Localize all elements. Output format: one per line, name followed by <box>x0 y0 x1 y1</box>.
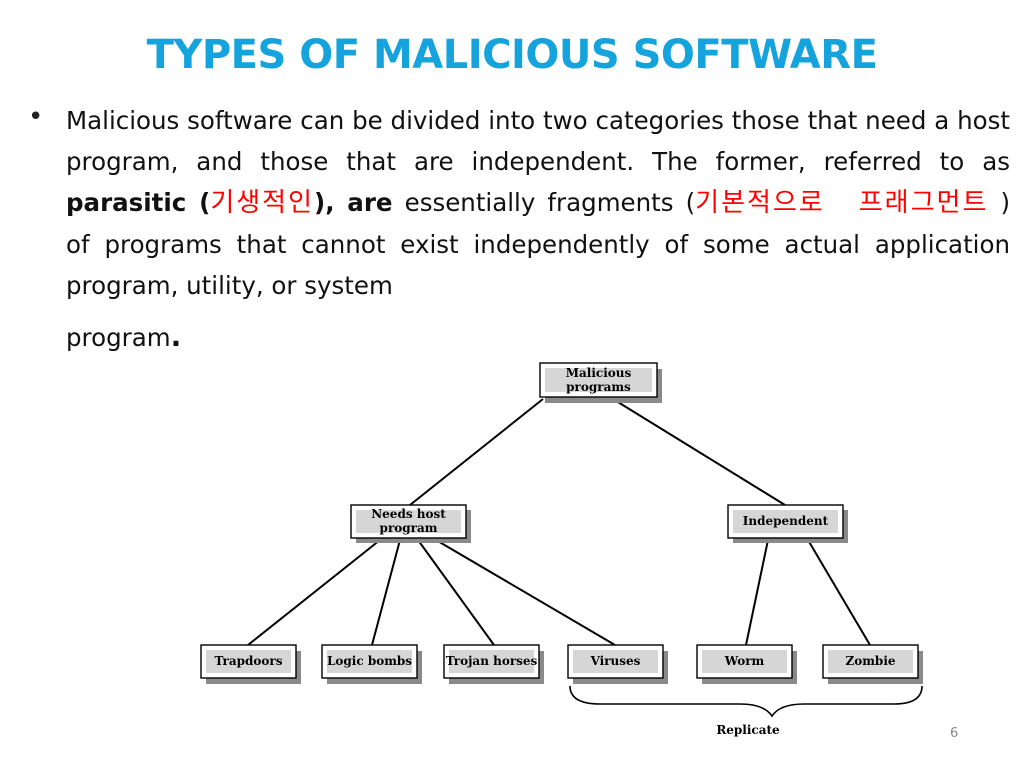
edge-independent-zombie <box>807 539 871 646</box>
node-trapdoors: Trapdoors <box>200 644 301 684</box>
bullet-mid: essentially fragments ( <box>404 188 696 217</box>
node-root-line2: programs <box>566 380 631 394</box>
term-korean: 기생적인 <box>210 188 314 218</box>
edge-root-independent <box>612 398 786 506</box>
node-independent: Independent <box>727 504 848 543</box>
node-host-line1: Needs host <box>371 507 446 521</box>
node-logic-bombs: Logic bombs <box>321 644 422 684</box>
node-trojan-horses: Trojan horses <box>443 644 544 684</box>
node-needs-host-program: Needs host program <box>350 504 471 543</box>
replicate-brace <box>569 685 923 718</box>
bullet-paragraph: • Malicious software can be divided into… <box>28 100 1018 358</box>
page-number: 6 <box>950 726 959 741</box>
bullet-intro: Malicious software can be divided into t… <box>66 106 1010 176</box>
node-worm: Worm <box>696 644 797 684</box>
edge-host-trapdoors <box>247 539 381 646</box>
node-zombie: Zombie <box>822 644 923 684</box>
edge-host-viruses <box>435 539 616 646</box>
node-independent-label: Independent <box>743 514 829 528</box>
bullet-text: Malicious software can be divided into t… <box>66 100 1010 358</box>
slide-title: TYPES OF MALICIOUS SOFTWARE <box>146 32 878 78</box>
node-malicious-programs: Malicious programs <box>539 362 662 403</box>
leaf-viruses-label: Viruses <box>590 654 641 668</box>
leaf-worm-label: Worm <box>724 654 765 668</box>
edge-host-trojan <box>417 539 495 646</box>
leaf-logic-bombs-label: Logic bombs <box>327 654 412 668</box>
edge-independent-worm <box>745 539 769 646</box>
leaf-trojan-horses-label: Trojan horses <box>446 654 538 668</box>
edge-host-logicbombs <box>371 539 401 646</box>
node-root-line1: Malicious <box>566 366 632 380</box>
bullet-last: program <box>66 323 171 352</box>
node-viruses: Viruses <box>567 644 668 684</box>
node-host-line2: program <box>380 521 438 535</box>
leaf-trapdoors-label: Trapdoors <box>214 654 282 668</box>
leaf-zombie-label: Zombie <box>845 654 895 668</box>
term-close: ), are <box>314 188 393 217</box>
term-parasitic: parasitic ( <box>66 188 211 217</box>
bullet-tail: ) of programs that cannot exist independ… <box>66 188 1011 300</box>
bullet-period: . <box>170 320 182 353</box>
bullet-marker: • <box>28 102 44 132</box>
fragments-korean-2: 프래그먼트 <box>858 188 989 218</box>
edge-root-host <box>409 398 544 506</box>
replicate-label: Replicate <box>716 723 780 737</box>
fragments-korean-1: 기본적으로 <box>695 188 825 218</box>
